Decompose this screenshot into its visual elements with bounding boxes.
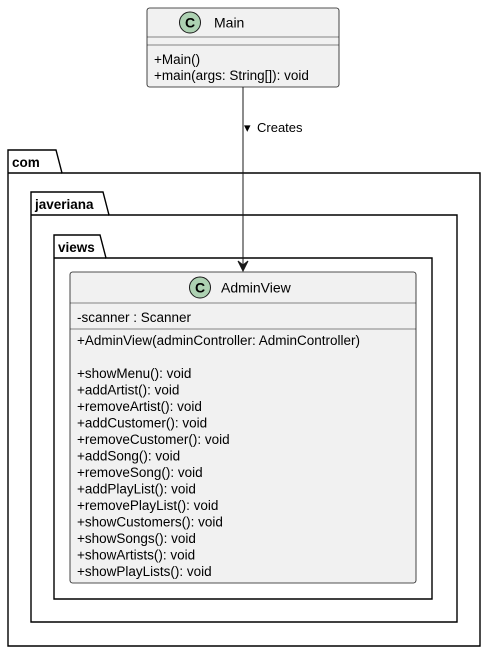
direction-triangle-icon: ▾ bbox=[244, 120, 251, 135]
package-javeriana: javeriana bbox=[30, 191, 458, 623]
class-admin-view-method: +removeCustomer(): void bbox=[77, 432, 230, 447]
class-admin-view-method: +removeSong(): void bbox=[77, 465, 203, 480]
class-admin-view[interactable]: C AdminView -scanner : Scanner +AdminVie… bbox=[69, 271, 417, 584]
class-admin-view-method: +showArtists(): void bbox=[77, 548, 195, 563]
class-main-method: +main(args: String[]): void bbox=[154, 68, 309, 83]
class-admin-view-method: +showPlayLists(): void bbox=[77, 564, 212, 579]
class-admin-view-method: +addCustomer(): void bbox=[77, 416, 207, 431]
svg-text:C: C bbox=[185, 15, 195, 31]
class-admin-view-method: +removeArtist(): void bbox=[77, 399, 202, 414]
class-stereotype-icon: C bbox=[189, 276, 211, 299]
svg-text:C: C bbox=[195, 280, 205, 296]
package-views-label: views bbox=[58, 240, 95, 255]
class-admin-view-method: +removePlayList(): void bbox=[77, 498, 218, 513]
class-admin-view-constructor: +AdminView(adminController: AdminControl… bbox=[77, 333, 360, 348]
class-stereotype-icon: C bbox=[179, 11, 201, 34]
class-admin-view-method: +addArtist(): void bbox=[77, 383, 179, 398]
class-admin-view-field: -scanner : Scanner bbox=[77, 310, 192, 325]
class-admin-view-method: +addSong(): void bbox=[77, 449, 180, 464]
class-main-method: +Main() bbox=[154, 52, 200, 67]
package-com: com bbox=[7, 149, 481, 647]
class-admin-view-method: +showMenu(): void bbox=[77, 366, 191, 381]
arrowhead-icon bbox=[237, 260, 249, 273]
package-views: views bbox=[53, 234, 433, 600]
class-main[interactable]: C Main +Main() +main(args: String[]): vo… bbox=[146, 7, 340, 88]
package-com-label: com bbox=[12, 155, 40, 170]
class-admin-view-title: AdminView bbox=[221, 280, 292, 296]
relation-label: Creates bbox=[257, 120, 303, 135]
class-admin-view-method: +showCustomers(): void bbox=[77, 515, 223, 530]
package-javeriana-label: javeriana bbox=[34, 197, 94, 212]
relation-creates: ▾ Creates bbox=[237, 87, 303, 273]
class-admin-view-method: +showSongs(): void bbox=[77, 531, 196, 546]
class-admin-view-method: +addPlayList(): void bbox=[77, 482, 196, 497]
class-main-title: Main bbox=[214, 15, 244, 31]
